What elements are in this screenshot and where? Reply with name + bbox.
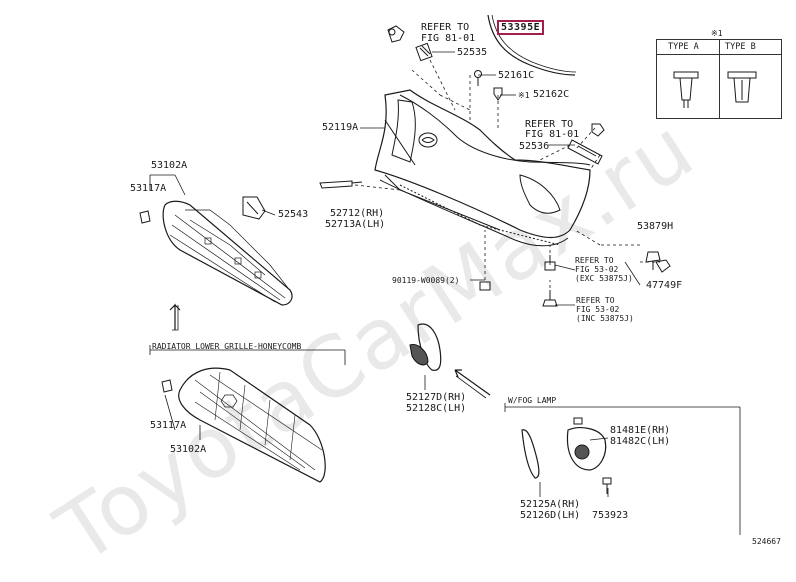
callout-53879h[interactable]: 53879H	[637, 221, 674, 232]
callout-52127d[interactable]: 52127D(RH)	[406, 392, 467, 403]
clip-52162c	[493, 87, 503, 101]
callout-53395e[interactable]: 53395E	[497, 20, 545, 35]
bracket-52712	[319, 180, 363, 189]
callout-refer-fig81-top-line1[interactable]: REFER TO	[421, 22, 470, 33]
clip-fig53-a	[544, 255, 556, 271]
legend-type-b: TYPE B	[725, 42, 756, 52]
legend-clip-type-b-icon	[727, 71, 757, 103]
callout-refer-fig81-mid-line1[interactable]: REFER TO	[525, 119, 574, 130]
legend-box	[656, 39, 782, 119]
emblem-clip-bottom	[161, 379, 173, 393]
figure-number: 524667	[752, 537, 781, 546]
callout-52712[interactable]: 52712(RH)	[330, 208, 385, 219]
callout-53117a-top[interactable]: 53117A	[130, 183, 167, 194]
callout-52535[interactable]: 52535	[457, 47, 488, 58]
callout-47749f[interactable]: 47749F	[646, 280, 683, 291]
callout-refer-fig53-a-line2[interactable]: FIG 53-02	[575, 265, 619, 274]
screw-753923	[602, 477, 612, 494]
clip-refer-mid	[591, 123, 605, 137]
callout-refer-fig53-b-line2[interactable]: FIG 53-02	[576, 305, 620, 314]
fog-lamp-81481e	[566, 417, 607, 471]
callout-53117a-bottom[interactable]: 53117A	[150, 420, 187, 431]
callout-52543[interactable]: 52543	[278, 209, 309, 220]
callout-53102a-top[interactable]: 53102A	[151, 160, 188, 171]
callout-refer-fig53-a-line3: (EXC 53875J)	[575, 274, 633, 283]
callout-refer-fig53-a-line1[interactable]: REFER TO	[575, 256, 614, 265]
legend-type-a: TYPE A	[668, 42, 699, 52]
callout-refer-fig53-b-line3: (INC 53875J)	[576, 314, 634, 323]
bolt-fig53-b	[542, 290, 558, 307]
screw-52161c	[474, 70, 482, 86]
label-wfog-lamp: W/FOG LAMP	[508, 396, 557, 405]
parts-diagram	[139, 14, 757, 535]
grille-honeycomb	[178, 367, 326, 483]
callout-refer-fig53-b-line1[interactable]: REFER TO	[576, 296, 615, 305]
callout-52125a[interactable]: 52125A(RH)	[520, 499, 581, 510]
callout-90119[interactable]: 90119-W0089(2)	[392, 276, 460, 285]
bolt-47749f	[655, 259, 671, 273]
callout-81482c[interactable]: 81482C(LH)	[610, 436, 671, 447]
legend-mark: ※1	[711, 29, 723, 38]
fog-bezel-52125a	[521, 429, 540, 479]
clip-52535	[415, 42, 433, 62]
callout-52128c[interactable]: 52128C(LH)	[406, 403, 467, 414]
callout-53102a-bottom[interactable]: 53102A	[170, 444, 207, 455]
callout-52162c[interactable]: 52162C	[533, 89, 570, 100]
part-52543	[242, 196, 266, 220]
emblem-clip-top	[139, 210, 151, 224]
arrow-diag-icon	[454, 369, 491, 399]
callout-81481e[interactable]: 81481E(RH)	[610, 425, 671, 436]
bumper-cover	[374, 89, 591, 247]
callout-52536[interactable]: 52536	[519, 141, 550, 152]
solid-leaders	[149, 51, 641, 440]
seal-strip	[487, 14, 576, 76]
grille-upper	[162, 200, 293, 306]
callout-52162c-mark: ※1	[518, 91, 530, 100]
clip-refer-top	[387, 25, 405, 43]
callout-52161c[interactable]: 52161C	[498, 70, 535, 81]
callout-refer-fig81-mid-line2[interactable]: FIG 81-01	[525, 129, 580, 140]
legend-clip-type-a-icon	[673, 71, 699, 108]
label-radiator-lower-grille-honeycomb: RADIATOR LOWER GRILLE-HONEYCOMB	[152, 342, 302, 351]
callout-52126d[interactable]: 52126D(LH)	[520, 510, 581, 521]
retainer-53879h	[645, 251, 661, 270]
arrow-up-icon	[169, 303, 181, 331]
callout-refer-fig81-top-line2[interactable]: FIG 81-01	[421, 33, 476, 44]
callout-52119a[interactable]: 52119A	[322, 122, 359, 133]
leader-lines	[354, 59, 660, 300]
clip-52536	[567, 139, 603, 165]
callout-52713a[interactable]: 52713A(LH)	[325, 219, 386, 230]
screw-90119	[479, 281, 491, 291]
fog-cover-52127d	[409, 323, 442, 371]
callout-753923[interactable]: 753923	[592, 510, 629, 521]
